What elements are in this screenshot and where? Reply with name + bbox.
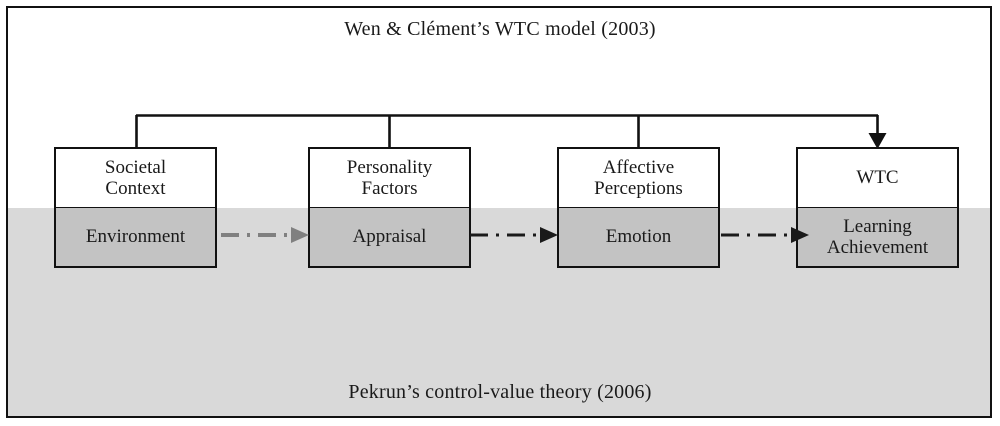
node-wtc-bottom-label: Learning Achievement xyxy=(798,208,957,266)
node-affective-perceptions-top-label: Affective Perceptions xyxy=(559,149,718,209)
node-environment-label: Environment xyxy=(85,226,186,248)
node-emotion-label: Emotion xyxy=(605,226,672,248)
node-personality-factors-top-line-1: Personality xyxy=(346,156,433,178)
node-affective-perceptions-bottom-label: Emotion xyxy=(559,208,718,266)
node-societal-context-top-label: Societal Context xyxy=(56,149,215,209)
node-appraisal-label: Appraisal xyxy=(352,226,427,248)
connector-arrowhead xyxy=(791,227,809,243)
node-personality-factors-top-line-2: Factors xyxy=(361,178,418,199)
node-personality-factors-top-label: Personality Factors xyxy=(310,149,469,209)
node-learning-achievement-line-1: Learning xyxy=(843,215,912,237)
node-wtc[interactable]: WTC Learning Achievement xyxy=(796,147,959,268)
connector-emotion-to-learning-achievement xyxy=(721,227,809,243)
node-wtc-top-label: WTC xyxy=(798,149,957,209)
node-personality-factors-bottom-label: Appraisal xyxy=(310,208,469,266)
node-societal-context-top-line-1: Societal xyxy=(104,156,167,178)
bottom-theory-title: Pekrun’s control-value theory (2006) xyxy=(348,381,652,403)
node-societal-context[interactable]: Societal Context Environment xyxy=(54,147,217,268)
top-model-title: Wen & Clément’s WTC model (2003) xyxy=(344,18,656,40)
node-learning-achievement-line-2: Achievement xyxy=(826,237,929,258)
node-affective-perceptions[interactable]: Affective Perceptions Emotion xyxy=(557,147,720,268)
node-personality-factors[interactable]: Personality Factors Appraisal xyxy=(308,147,471,268)
connector-environment-to-appraisal xyxy=(221,227,309,243)
node-affective-perceptions-top-line-1: Affective xyxy=(602,156,675,178)
connector-appraisal-to-emotion xyxy=(470,227,558,243)
connector-arrowhead xyxy=(540,227,558,243)
connector-arrowhead xyxy=(291,227,309,243)
node-wtc-title: WTC xyxy=(856,167,899,189)
node-societal-context-top-line-2: Context xyxy=(105,178,166,199)
node-affective-perceptions-top-line-2: Perceptions xyxy=(594,178,683,199)
node-societal-context-bottom-label: Environment xyxy=(56,208,215,266)
